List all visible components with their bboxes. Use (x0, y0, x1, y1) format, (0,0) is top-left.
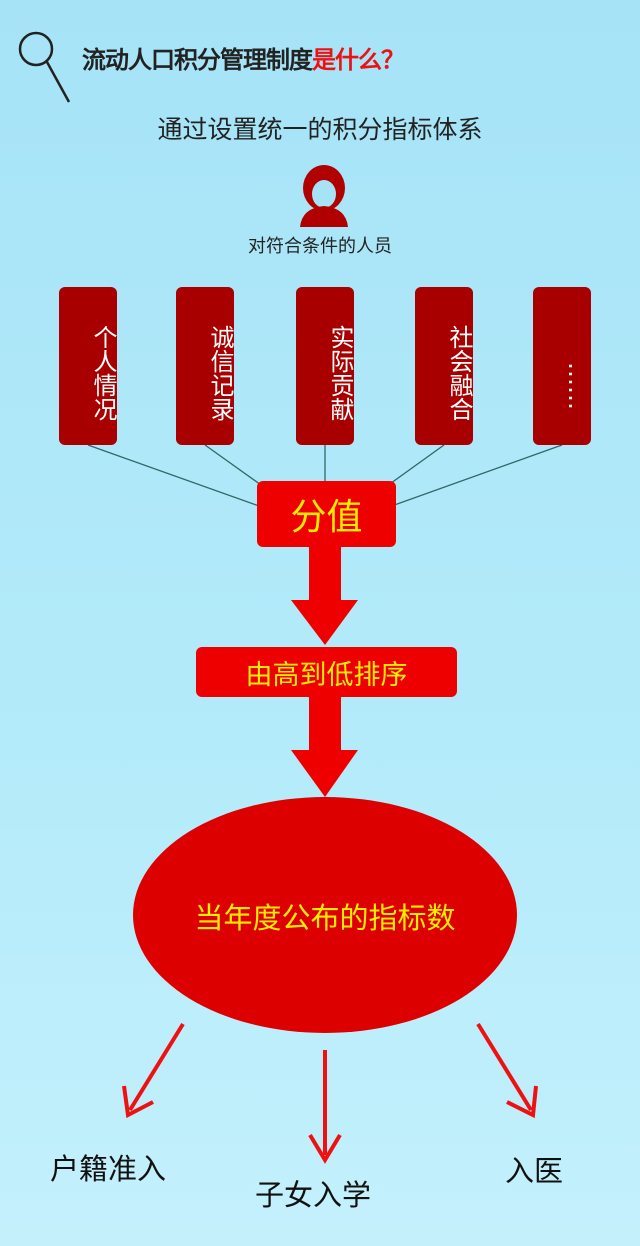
criterion-box: 诚信记录 (176, 287, 234, 445)
people-label: 对符合条件的人员 (248, 236, 392, 257)
outcome-household: 户籍准入 (50, 1152, 167, 1186)
outcome-medical: 入医 (505, 1154, 564, 1188)
sort-box: 由高到低排序 (196, 647, 457, 697)
quota-label: 当年度公布的指标数 (194, 901, 456, 935)
outcome-school: 子女入学 (255, 1178, 372, 1212)
criterion-box: 实际贡献 (296, 287, 354, 445)
page-title: 流动人口积分管理制度是什么？ (82, 40, 405, 75)
criterion-box: 个人情况 (59, 287, 117, 445)
criterion-box-more: …… (533, 287, 591, 445)
score-box: 分值 (257, 481, 396, 547)
search-icon (18, 31, 71, 103)
quota-ellipse (133, 797, 517, 1033)
down-arrow-2 (291, 697, 358, 797)
subtitle: 通过设置统一的积分指标体系 (157, 115, 483, 144)
down-arrow-1 (291, 547, 358, 645)
title-main: 流动人口积分管理制度 (82, 46, 313, 74)
title-highlight: 是什么？ (312, 46, 405, 74)
person-icon (300, 165, 348, 227)
criterion-box: 社会融合 (415, 287, 473, 445)
outcome-arrows (122, 1022, 538, 1164)
